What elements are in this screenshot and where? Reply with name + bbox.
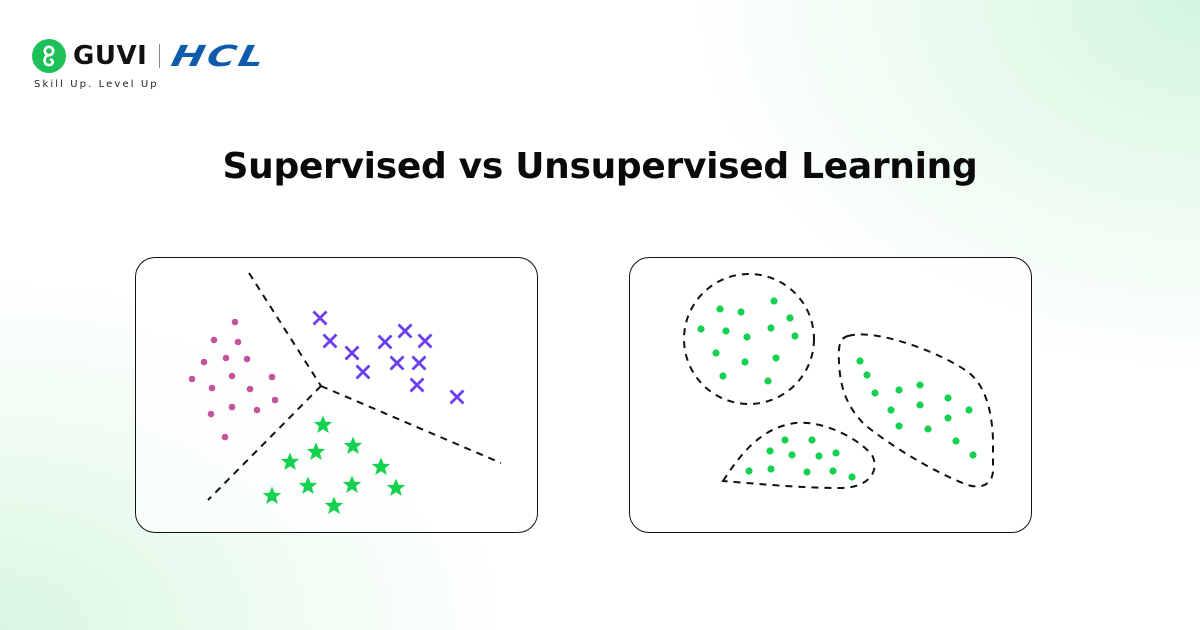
supervised-panel (135, 257, 538, 533)
logo-divider (159, 44, 161, 68)
brand-tagline: Skill Up. Level Up (34, 79, 159, 90)
guvi-logo-icon (32, 39, 66, 73)
brand-logo: GUVI HCL Skill Up. Level Up (32, 39, 270, 99)
unsupervised-panel (629, 257, 1032, 533)
guvi-wordmark: GUVI (73, 41, 148, 71)
page-title: Supervised vs Unsupervised Learning (222, 146, 978, 187)
hcl-wordmark: HCL (168, 39, 271, 73)
